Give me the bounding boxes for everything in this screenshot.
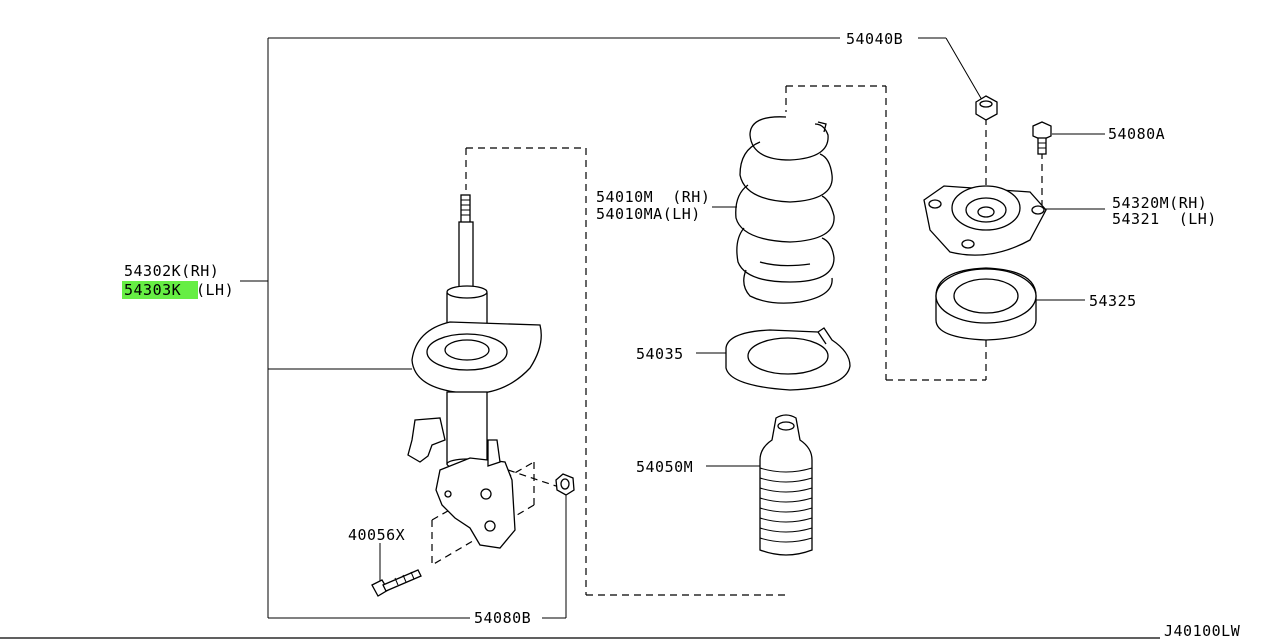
assembly-dashed-lines — [431, 85, 1043, 596]
diagram-code: J40100LW — [1164, 622, 1241, 640]
label-bearing: 54325 — [1089, 292, 1137, 310]
piston-rod-thread — [460, 194, 471, 224]
brake-hose-bracket — [407, 417, 446, 463]
knuckle-bracket — [435, 439, 516, 549]
label-spring-rh: 54010M (RH) — [596, 188, 710, 206]
label-strut-lh-side: (LH) — [196, 281, 234, 299]
spring-seat — [725, 327, 851, 391]
label-mount-rh: 54320M(RH) — [1112, 194, 1207, 212]
label-strut-nut: 54080B — [474, 609, 531, 627]
label-mount-lh: 54321 (LH) — [1112, 210, 1217, 228]
coil-spring — [735, 116, 835, 304]
strut-upper-mount — [923, 185, 1047, 256]
label-strut-bolt: 40056X — [348, 526, 405, 544]
upper-mount-bolt — [1032, 121, 1052, 155]
strut-bearing — [935, 267, 1037, 341]
bound-bumper — [759, 414, 813, 556]
strut-lower-body — [446, 391, 488, 465]
highlight-marker — [122, 281, 198, 299]
strut-assembly — [407, 194, 542, 549]
strut-bolt — [371, 569, 422, 597]
label-mount-bolt: 54080A — [1108, 125, 1165, 143]
label-bound-bumper: 54050M — [636, 458, 693, 476]
label-strut-rh: 54302K(RH) — [124, 262, 219, 280]
label-insulator-nut: 54040B — [846, 30, 903, 48]
label-strut-lh-number: 54303K — [124, 281, 181, 299]
lower-spring-seat — [411, 321, 542, 395]
label-spring-lh: 54010MA(LH) — [596, 205, 701, 223]
strut-nut — [555, 473, 575, 496]
upper-mount-nut — [975, 95, 998, 121]
label-spring-seat: 54035 — [636, 345, 684, 363]
